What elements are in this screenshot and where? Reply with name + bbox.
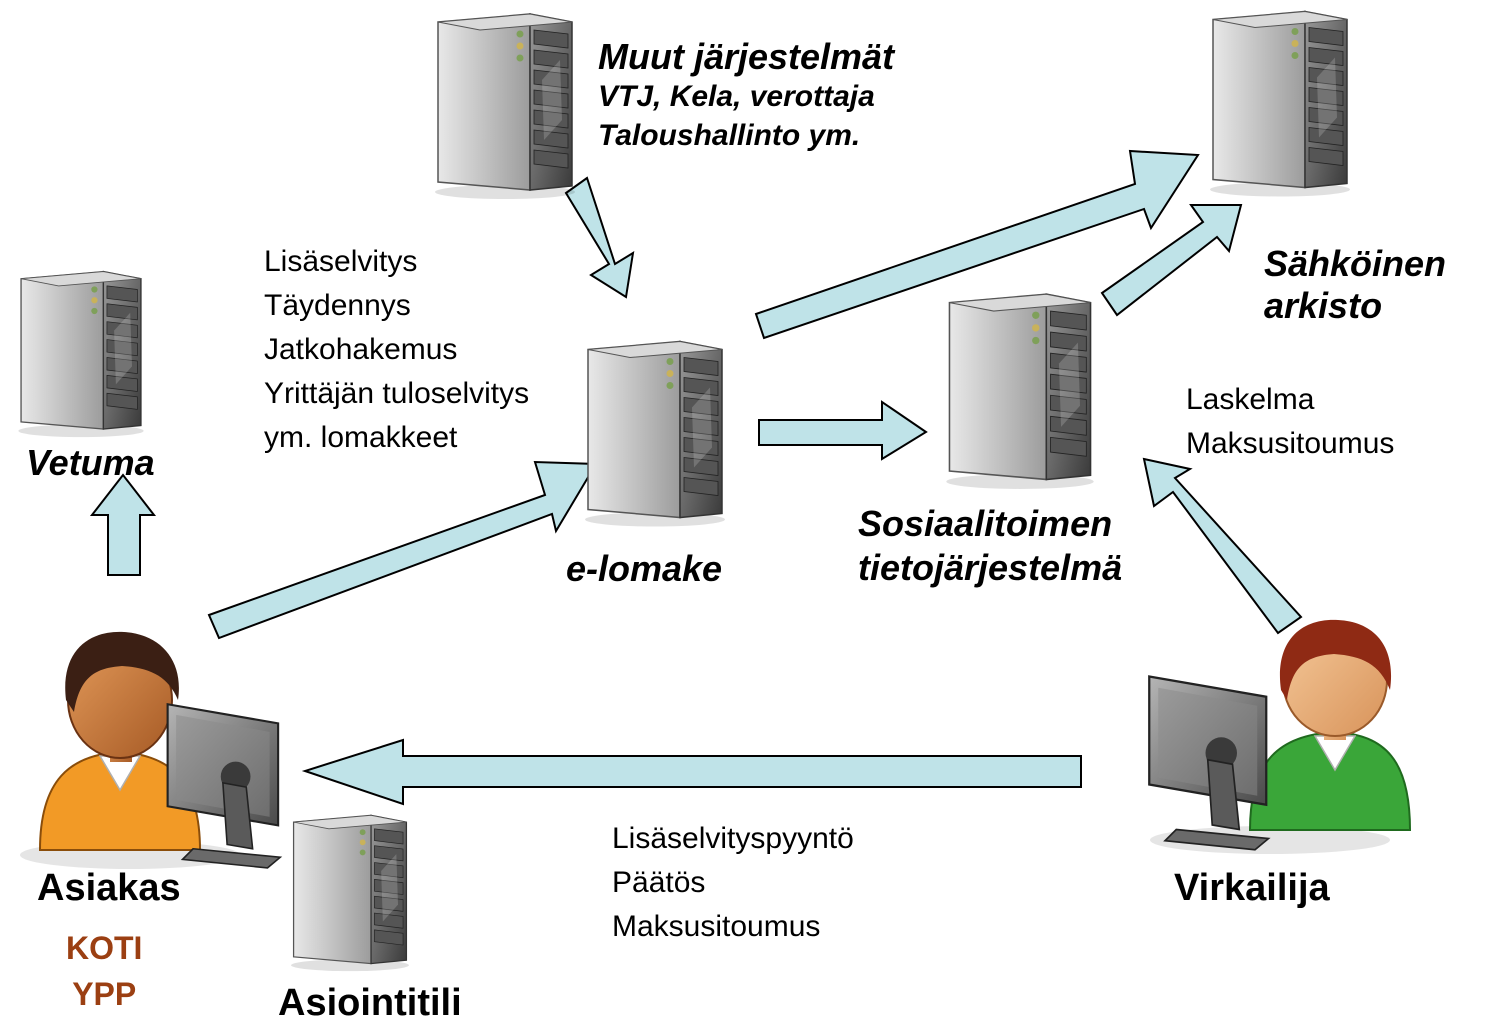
- asiakas-label: Asiakas: [37, 867, 181, 909]
- arrow-elomake-to-sosiaali: [758, 400, 928, 461]
- arrow-elomake-to-arkisto: [754, 149, 1200, 340]
- sosiaali-label: Sosiaalitoimen tietojärjestelmä: [858, 503, 1123, 589]
- muut-label: Muut järjestelmät VTJ, Kela, verottaja T…: [598, 36, 895, 152]
- decision-note: Lisäselvityspyyntö Päätös Maksusitoumus: [612, 822, 854, 943]
- arrow-sosiaali-to-arkisto: [1100, 204, 1243, 317]
- arrow-asiakas-to-elomake: [207, 460, 598, 640]
- arrow-virkailija-to-asiakas: [301, 738, 1082, 806]
- asiointitili-label: Asiointitili: [278, 982, 462, 1024]
- forms-note: Lisäselvitys Täydennys Jatkohakemus Yrit…: [264, 245, 530, 454]
- arrow-muut-to-elomake: [564, 176, 635, 299]
- vetuma-label: Vetuma: [26, 442, 155, 483]
- asiakas-sublabel: KOTI YPP: [66, 930, 143, 1013]
- server-icon-elomake: [584, 340, 726, 528]
- virkailija-user-icon: [1148, 619, 1412, 854]
- server-icon-asiointitili: [290, 814, 410, 972]
- asiakas-user-icon: [20, 631, 282, 869]
- server-icon-muut: [434, 13, 576, 200]
- virkailija-label: Virkailija: [1174, 867, 1330, 909]
- server-icon-sosiaali: [945, 293, 1095, 490]
- arrow-asiakas-to-vetuma: [89, 473, 157, 576]
- elomake-label: e-lomake: [566, 548, 723, 589]
- arrow-virkailija-to-sosiaali: [1142, 457, 1303, 635]
- server-icon-vetuma: [17, 270, 145, 438]
- server-icon-arkisto: [1209, 10, 1351, 198]
- calc-note: Laskelma Maksusitoumus: [1186, 383, 1395, 460]
- arkisto-label: Sähköinen arkisto: [1264, 243, 1447, 327]
